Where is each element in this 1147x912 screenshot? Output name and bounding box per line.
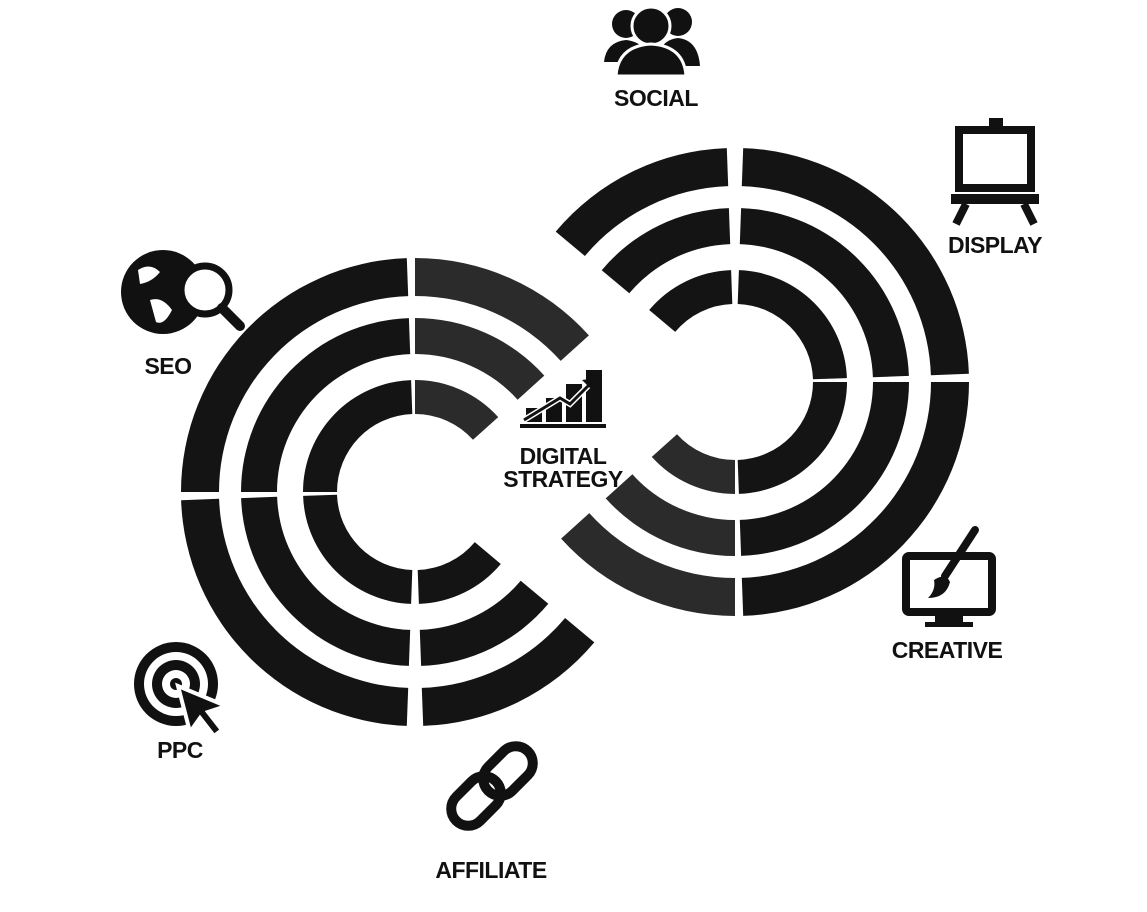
label-display: DISPLAY [948,232,1042,258]
left-ring-middle-segment [241,496,411,666]
monitor-brush-icon [902,526,996,627]
left-ring-middle-segment [415,318,545,400]
right-ring-outer-segment [741,148,969,376]
easel-icon [951,118,1039,226]
left-ring-inner-segment [303,494,413,604]
right-ring-group [555,148,969,616]
right-ring-middle-segment [601,208,731,294]
right-ring-inner-segment [651,434,735,494]
label-seo: SEO [144,353,191,379]
label-ppc: PPC [157,737,203,763]
left-ring-middle-segment [241,318,411,492]
right-ring-middle-segment [739,382,909,556]
right-ring-outer-segment [561,513,735,616]
left-ring-outer-segment [415,258,589,361]
globe-search-icon [121,250,245,334]
right-ring-outer-segment [741,382,969,616]
left-ring-inner-segment [417,542,501,604]
center-title-line2: STRATEGY [503,466,623,492]
right-ring-middle-segment [605,474,735,556]
label-creative: CREATIVE [892,637,1003,663]
right-ring-inner-segment [649,270,733,332]
center-title-line1: DIGITAL [520,443,607,469]
growth-chart-icon [520,370,606,428]
left-ring-outer-segment [421,618,595,726]
right-ring-middle-segment [739,208,909,378]
label-social: SOCIAL [614,85,698,111]
chain-link-icon [446,741,538,831]
right-ring-inner-segment [737,270,847,380]
left-ring-group [180,258,595,726]
label-affiliate: AFFILIATE [435,857,546,883]
right-ring-inner-segment [737,382,847,494]
target-cursor-icon [134,642,232,739]
left-ring-inner-segment [303,380,413,492]
left-ring-outer-segment [180,258,409,492]
left-ring-middle-segment [419,580,549,666]
left-ring-outer-segment [181,498,409,726]
left-ring-inner-segment [415,380,499,440]
users-icon [604,5,700,78]
right-ring-outer-segment [555,148,729,256]
